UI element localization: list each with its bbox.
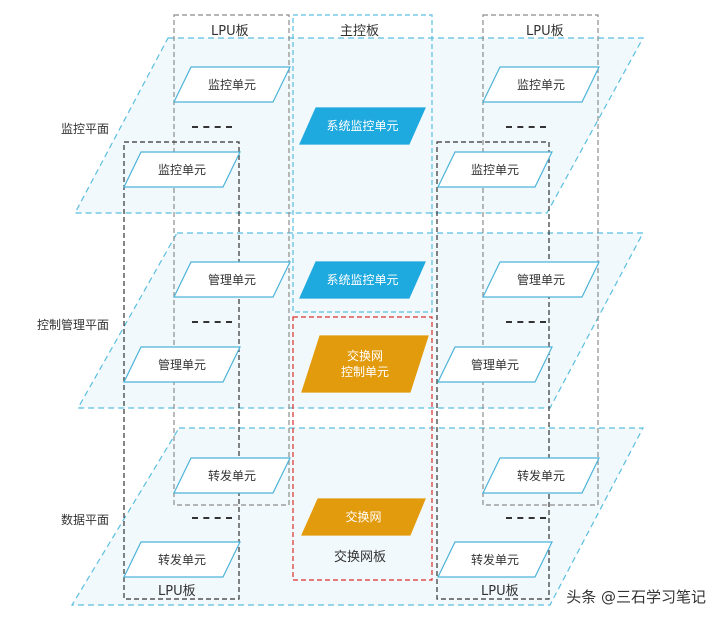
ellipsis-dashes xyxy=(192,126,232,128)
ellipsis-dashes xyxy=(506,517,546,519)
system-monitor-unit-shape xyxy=(299,107,426,145)
lpu-board-label: LPU板 xyxy=(481,584,519,599)
lpu-board-bottom-right-outline xyxy=(436,141,550,600)
management-unit: 管理单元 xyxy=(157,357,206,372)
forwarding-unit-shape xyxy=(123,541,241,578)
system-monitor-unit-shape xyxy=(299,261,426,299)
ellipsis-dashes xyxy=(506,126,546,128)
lpu-board-label: LPU板 xyxy=(211,24,249,39)
data-plane-label: 数据平面 xyxy=(61,513,110,527)
ellipsis-dashes xyxy=(192,321,232,323)
management-unit: 管理单元 xyxy=(207,272,256,287)
forwarding-unit: 转发单元 xyxy=(470,552,519,567)
monitor-unit-shape xyxy=(437,151,553,188)
ellipsis-dashes xyxy=(506,321,546,323)
unit-shapes xyxy=(123,66,600,578)
ellipsis-dashes xyxy=(192,517,232,519)
main-control-board-label: 主控板 xyxy=(340,24,380,39)
management-unit: 管理单元 xyxy=(516,272,565,287)
forwarding-unit-shape xyxy=(173,457,291,494)
management-unit: 管理单元 xyxy=(470,357,519,372)
switch-fabric-board-outline xyxy=(292,316,433,581)
system-monitor-unit: 系统监控单元 xyxy=(326,119,399,133)
main-control-board-outline xyxy=(292,14,433,313)
switch-fabric-shape xyxy=(301,498,426,536)
monitor-unit-shape xyxy=(173,66,291,103)
forwarding-unit-shape xyxy=(482,457,600,494)
switch-fabric-board-label: 交换网板 xyxy=(334,550,387,565)
management-unit-shape xyxy=(173,261,291,298)
switch-fabric-control-unit-line1: 交换网 xyxy=(346,349,383,363)
monitor-unit: 监控单元 xyxy=(207,77,256,92)
management-unit-shape xyxy=(482,261,600,298)
lpu-board-label: LPU板 xyxy=(158,584,196,599)
monitor-unit-shape xyxy=(123,151,241,188)
monitor-unit-shape xyxy=(482,66,600,103)
forwarding-unit: 转发单元 xyxy=(207,468,256,483)
switch-fabric-unit: 交换网 xyxy=(345,510,382,524)
switch-fabric-control-unit-shape xyxy=(301,335,429,393)
switch-fabric-control-unit: 交换网 控制单元 xyxy=(308,336,422,392)
management-unit-shape xyxy=(437,346,553,383)
forwarding-unit-shape xyxy=(437,541,553,578)
lpu-board-top-right-outline xyxy=(482,14,599,506)
monitor-unit: 监控单元 xyxy=(157,162,206,177)
lpu-board-bottom-left-outline xyxy=(123,141,240,600)
forwarding-unit: 转发单元 xyxy=(157,552,206,567)
monitor-unit: 监控单元 xyxy=(516,77,565,92)
control-management-plane-label: 控制管理平面 xyxy=(37,318,110,332)
watermark: 头条 @三石学习笔记 xyxy=(566,588,706,606)
lpu-board-label: LPU板 xyxy=(526,24,564,39)
lpu-board-top-left-outline xyxy=(173,14,290,506)
monitor-unit: 监控单元 xyxy=(470,162,519,177)
monitoring-plane-label: 监控平面 xyxy=(61,122,110,136)
management-unit-shape xyxy=(123,346,241,383)
switch-fabric-control-unit-line2: 控制单元 xyxy=(340,365,389,379)
forwarding-unit: 转发单元 xyxy=(516,468,565,483)
system-monitor-unit: 系统监控单元 xyxy=(326,273,399,287)
